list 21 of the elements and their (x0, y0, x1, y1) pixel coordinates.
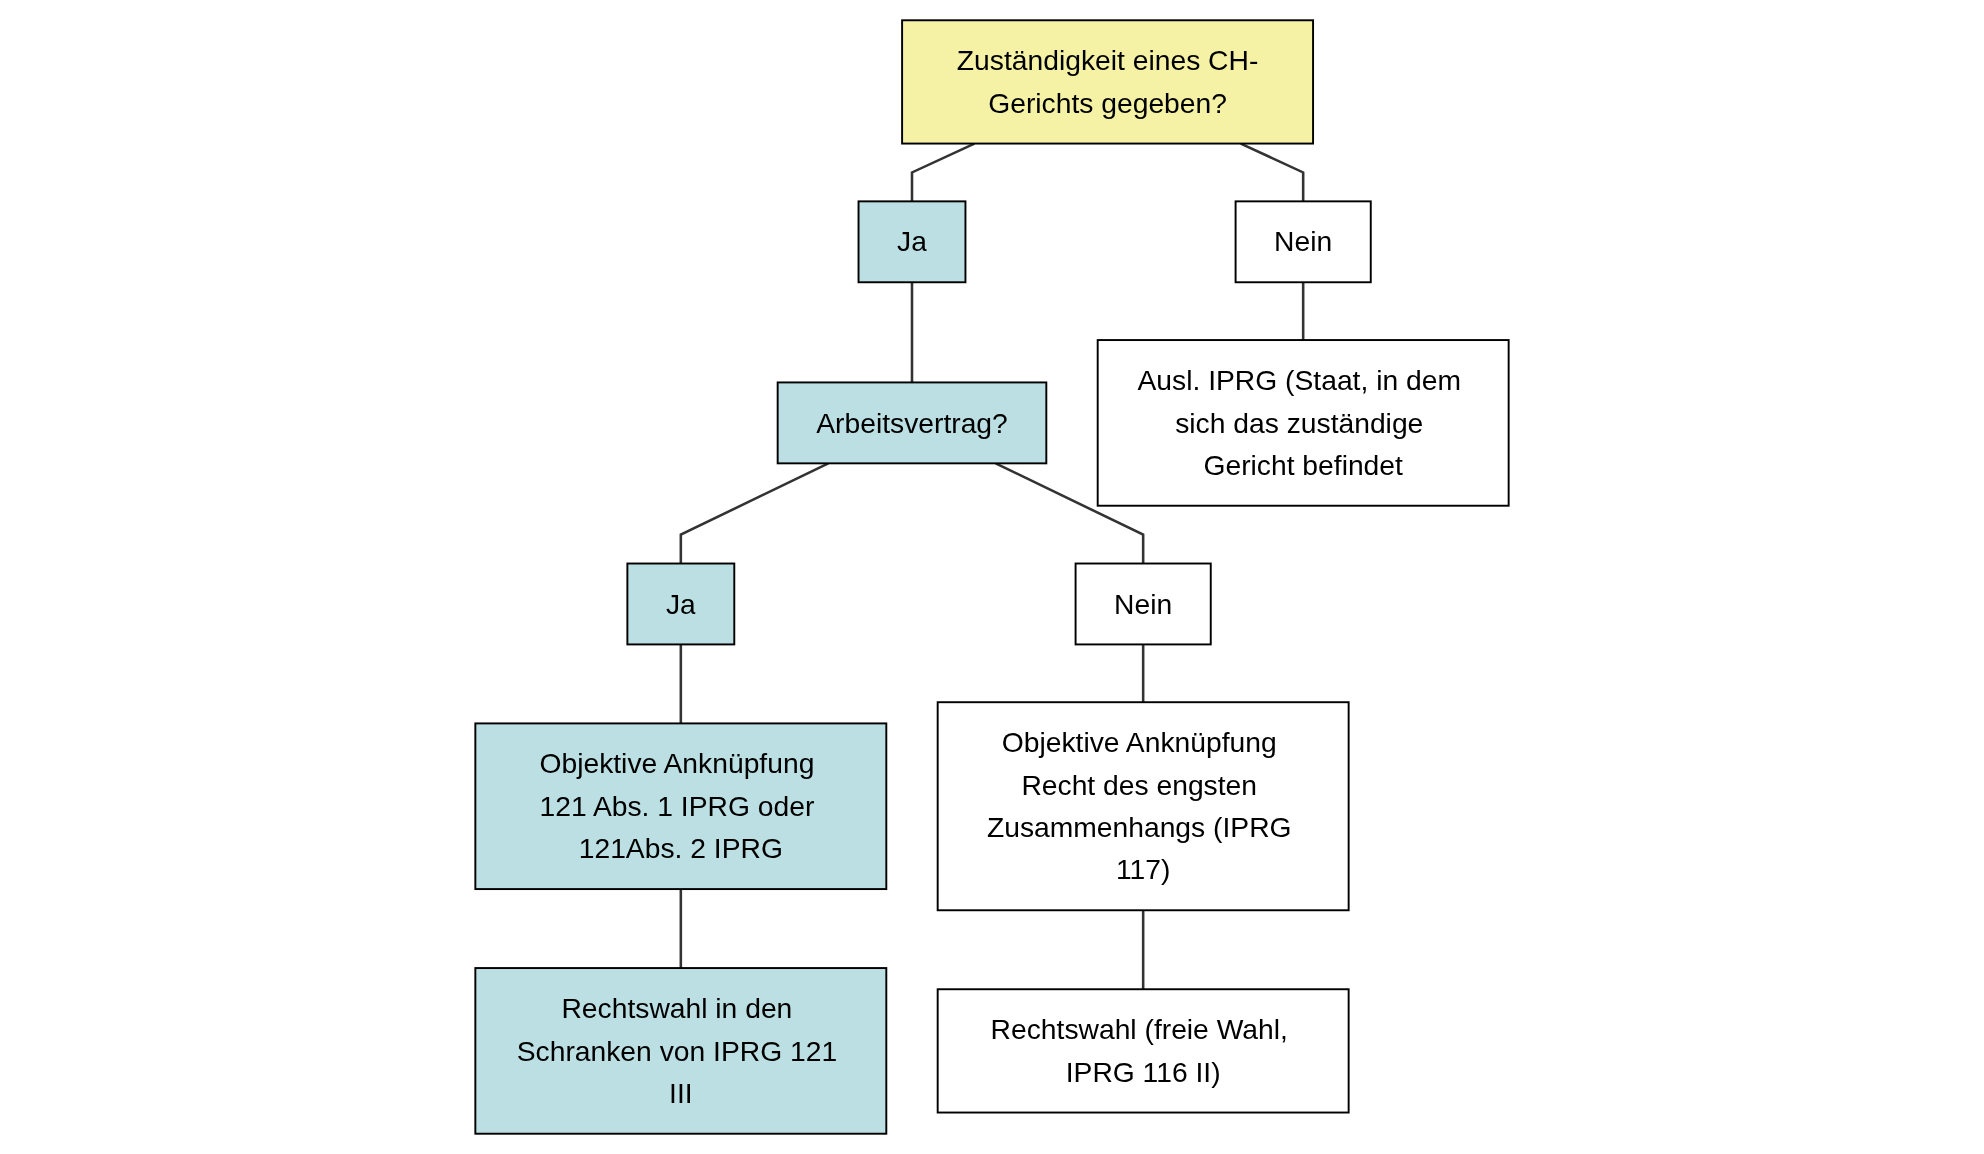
node-box: Ja (626, 562, 736, 646)
node-box: Rechtswahl in den Schranken von IPRG 121 III (474, 967, 888, 1135)
connector (679, 889, 683, 969)
node-box: Nein (1234, 200, 1372, 284)
node-box: Nein (1074, 562, 1212, 646)
connector (679, 462, 829, 564)
node-box: Arbeitsvertrag? (776, 381, 1048, 465)
connector (1141, 644, 1145, 703)
node-box: Zuständigkeit eines CH-Gerichts gegeben? (901, 19, 1315, 145)
node-box: Objektive Anknüpfung Recht des engsten Zusammenhangs (IPRG 117) (936, 701, 1350, 912)
connector (910, 142, 975, 202)
connector (679, 644, 683, 724)
connector (995, 462, 1145, 564)
node-box: Ja (857, 200, 967, 284)
node-box: Ausl. IPRG (Staat, in dem sich das zuständige Gericht befindet (1096, 339, 1510, 507)
connector (910, 282, 914, 383)
connector (1240, 142, 1305, 202)
node-box: Objektive Anknüpfung 121 Abs. 1 IPRG oder 121Abs. 2 IPRG (474, 722, 888, 891)
node-box: Rechtswahl (freie Wahl, IPRG 116 II) (936, 988, 1350, 1114)
connector (1141, 910, 1145, 990)
connector (1301, 282, 1305, 341)
